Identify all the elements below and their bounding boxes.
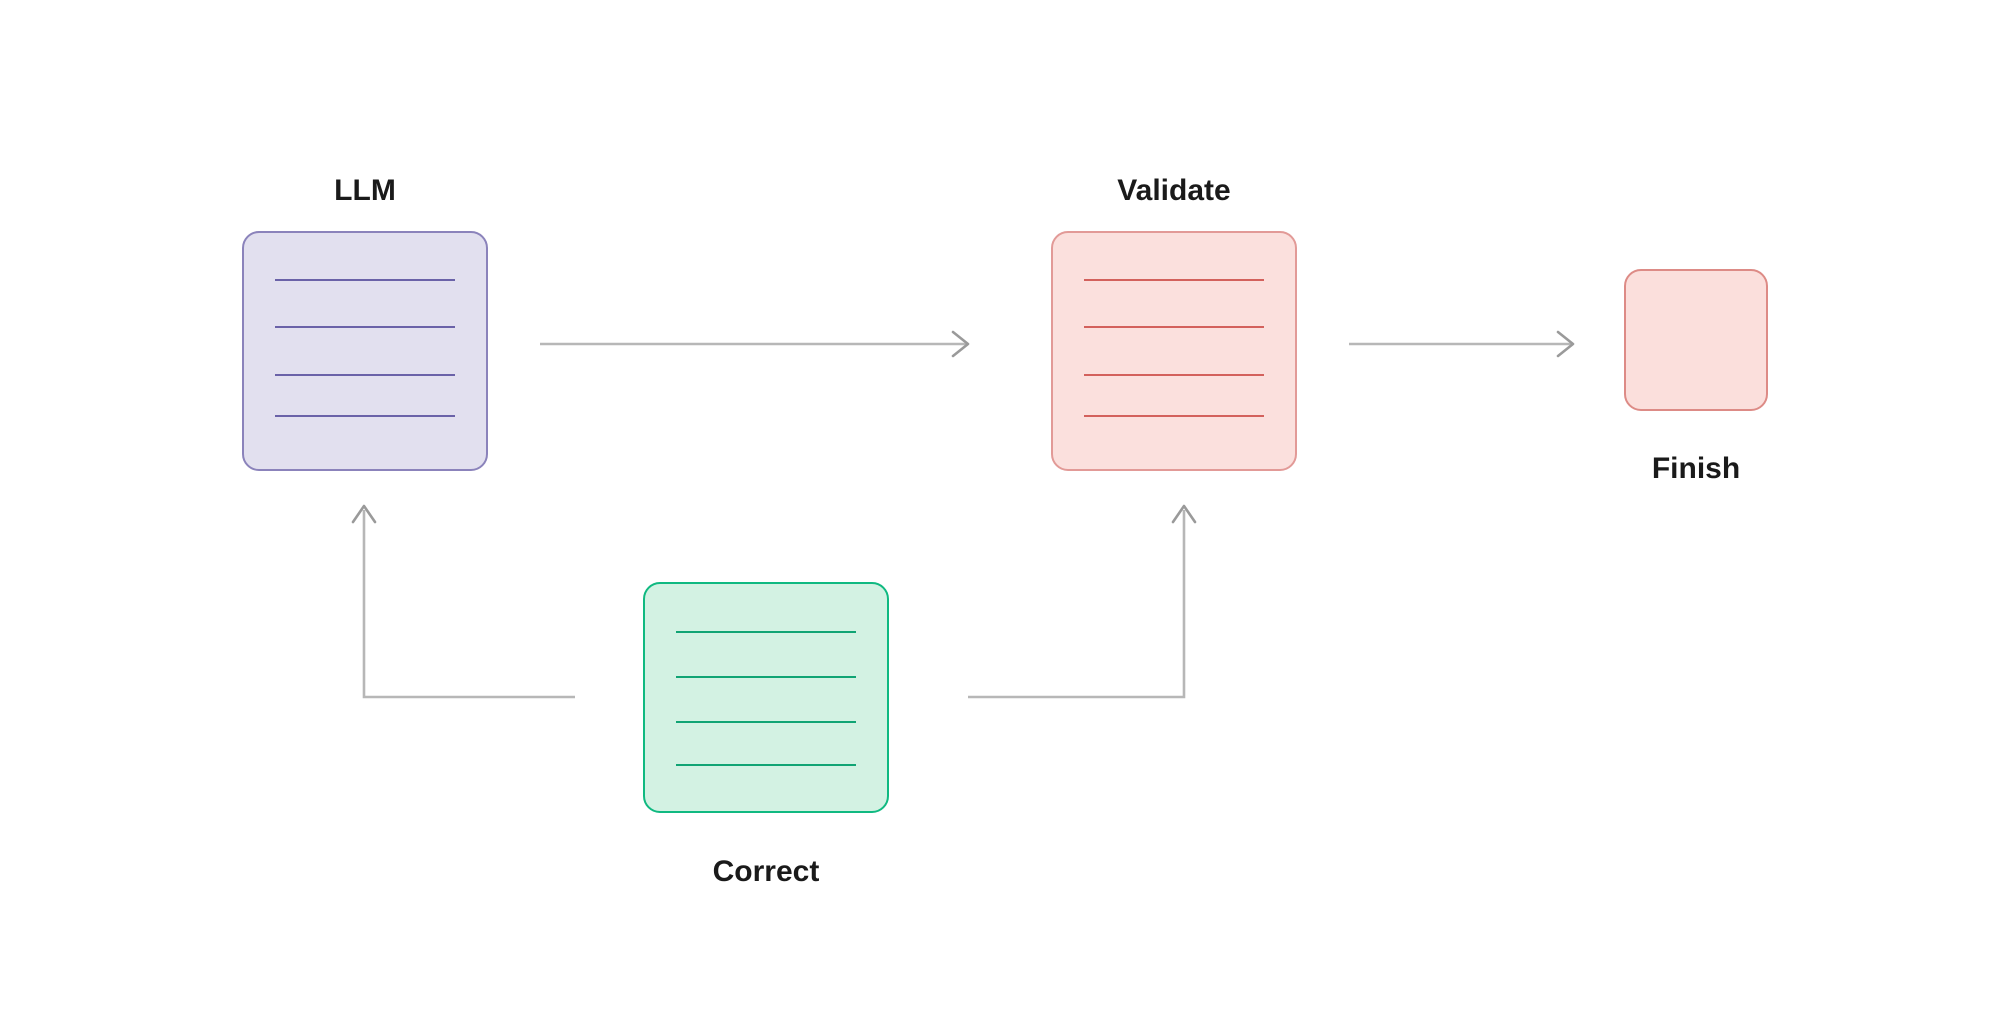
edge-validate-to-finish-arrowhead bbox=[1556, 330, 1575, 358]
node-finish-box bbox=[1624, 269, 1768, 411]
edge-correct-to-validate-path bbox=[968, 510, 1186, 699]
edge-correct-to-llm-arrowhead bbox=[351, 504, 377, 524]
node-llm-label: LLM bbox=[334, 174, 396, 207]
edge-llm-to-validate-arrowhead bbox=[951, 330, 970, 358]
node-llm-text-lines bbox=[275, 279, 455, 417]
node-correct-label: Correct bbox=[713, 855, 820, 888]
node-finish-label: Finish bbox=[1652, 452, 1740, 485]
node-validate[interactable]: Validate bbox=[1051, 174, 1297, 471]
node-validate-text-lines bbox=[1084, 279, 1264, 417]
node-llm-box bbox=[242, 231, 488, 471]
edge-correct-to-llm-path bbox=[362, 510, 575, 699]
edge-validate-to-finish[interactable] bbox=[1349, 330, 1575, 358]
edge-correct-to-validate-arrowhead bbox=[1171, 504, 1197, 524]
node-validate-label: Validate bbox=[1117, 174, 1230, 207]
edge-llm-to-validate[interactable] bbox=[540, 330, 970, 358]
node-correct[interactable]: Correct bbox=[643, 582, 889, 888]
node-finish[interactable]: Finish bbox=[1624, 269, 1768, 485]
edge-layer bbox=[351, 330, 1575, 699]
node-llm[interactable]: LLM bbox=[242, 174, 488, 471]
node-validate-box bbox=[1051, 231, 1297, 471]
node-correct-box bbox=[643, 582, 889, 813]
edge-correct-to-validate[interactable] bbox=[968, 504, 1197, 699]
edge-correct-to-llm[interactable] bbox=[351, 504, 575, 699]
node-correct-text-lines bbox=[676, 631, 856, 766]
